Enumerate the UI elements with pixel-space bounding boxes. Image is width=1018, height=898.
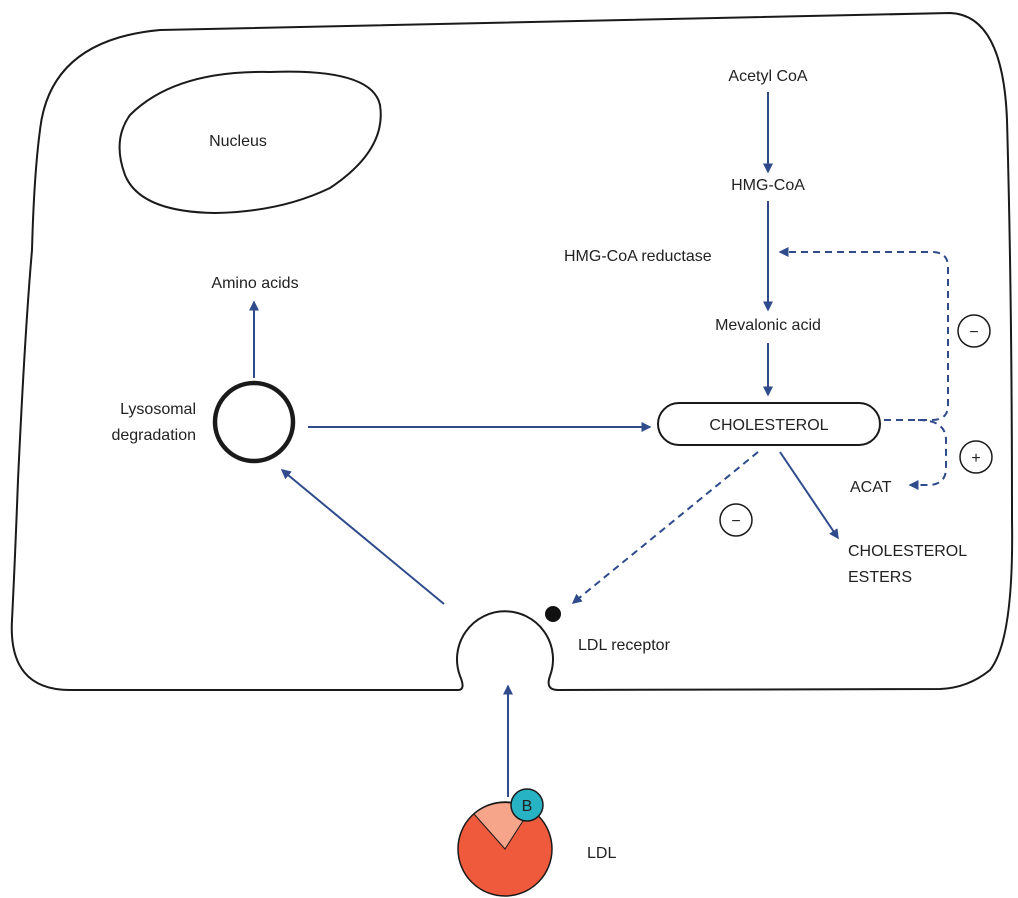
positive-acat-circle — [959, 440, 993, 474]
hmg-coa-reductase-label: HMG-CoA reductase — [564, 248, 712, 265]
feedback-to-acat — [908, 419, 947, 490]
negative-receptor-circle — [719, 503, 753, 537]
ldl-label: LDL — [587, 845, 616, 862]
apolipoprotein-b-label: B — [522, 798, 533, 815]
arrow-cholesterol-to-esters — [779, 451, 839, 540]
feedback-to-ldl-receptor — [571, 451, 759, 604]
lysosomal-label-line2: degradation — [111, 427, 196, 444]
mevalonic-acid-label: Mevalonic acid — [715, 317, 821, 334]
negative-reductase-circle — [957, 314, 991, 348]
feedback-to-reductase — [778, 247, 949, 421]
lysosome — [212, 380, 296, 464]
cholesterol-box — [657, 402, 881, 446]
negative-receptor-sign: − — [731, 513, 740, 530]
amino-acids-label: Amino acids — [211, 275, 298, 292]
esters-label-line2: ESTERS — [848, 569, 912, 586]
esters-label-line1: CHOLESTEROL — [848, 543, 967, 560]
lysosomal-label-line1: Lysosomal — [120, 401, 196, 418]
cell-membrane — [10, 11, 1014, 692]
acat-label: ACAT — [850, 479, 892, 496]
nucleus-outline — [118, 70, 382, 215]
ldl-receptor-dot — [545, 606, 561, 622]
acetyl-coa-label: Acetyl CoA — [728, 68, 807, 85]
apolipoprotein-b — [510, 788, 544, 822]
ldl-receptor-label: LDL receptor — [578, 637, 671, 654]
hmg-coa-label: HMG-CoA — [731, 177, 805, 194]
nucleus-label: Nucleus — [209, 133, 267, 150]
arrow-pit-to-lysosome — [280, 469, 445, 605]
positive-acat-sign: + — [971, 450, 980, 467]
negative-reductase-sign: − — [969, 324, 978, 341]
cholesterol-label: CHOLESTEROL — [709, 417, 828, 434]
